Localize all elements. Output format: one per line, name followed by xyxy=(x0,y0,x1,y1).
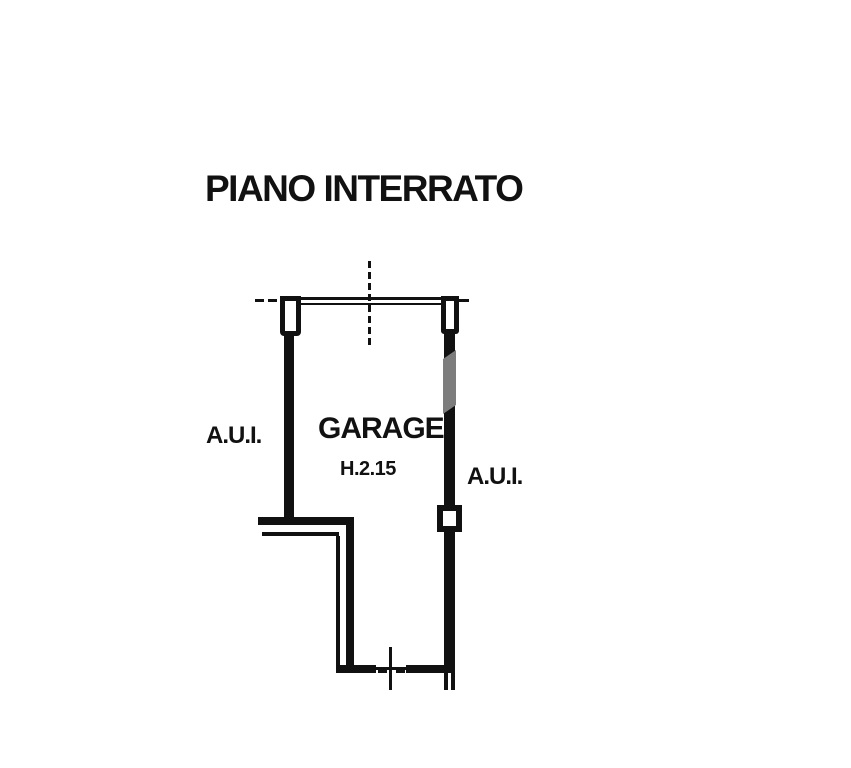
step-wall-inner-vertical xyxy=(336,536,340,673)
aui-right-label: A.U.I. xyxy=(467,463,523,490)
top-wall-dashed-extension xyxy=(255,299,282,302)
bottom-wall-left-segment xyxy=(336,665,376,673)
door-centerline-tick xyxy=(378,668,387,673)
wall-right-foot xyxy=(444,673,448,690)
watermark-shade xyxy=(443,350,456,414)
step-wall-inner-horizontal xyxy=(262,532,339,536)
door-centerline-mark xyxy=(389,647,392,690)
step-wall-outer-horizontal xyxy=(258,517,354,525)
aui-left-label: A.U.I. xyxy=(206,422,262,449)
bottom-wall-right-segment xyxy=(406,665,444,673)
column-marker xyxy=(437,505,462,532)
door-centerline-tick xyxy=(396,668,405,673)
wall-top-stub-right xyxy=(459,299,469,302)
garage-room-label: GARAGE xyxy=(318,412,445,445)
wall-left xyxy=(284,334,294,519)
section-centerline xyxy=(368,261,371,347)
wall-right-upper xyxy=(444,331,455,508)
page-title: PIANO INTERRATO xyxy=(205,168,524,209)
pillar-left xyxy=(280,296,301,336)
pillar-right xyxy=(441,296,459,334)
wall-right-lower xyxy=(444,531,455,673)
step-wall-outer-vertical xyxy=(346,525,354,673)
wall-right-foot xyxy=(451,673,455,690)
garage-height-label: H.2.15 xyxy=(340,458,396,480)
